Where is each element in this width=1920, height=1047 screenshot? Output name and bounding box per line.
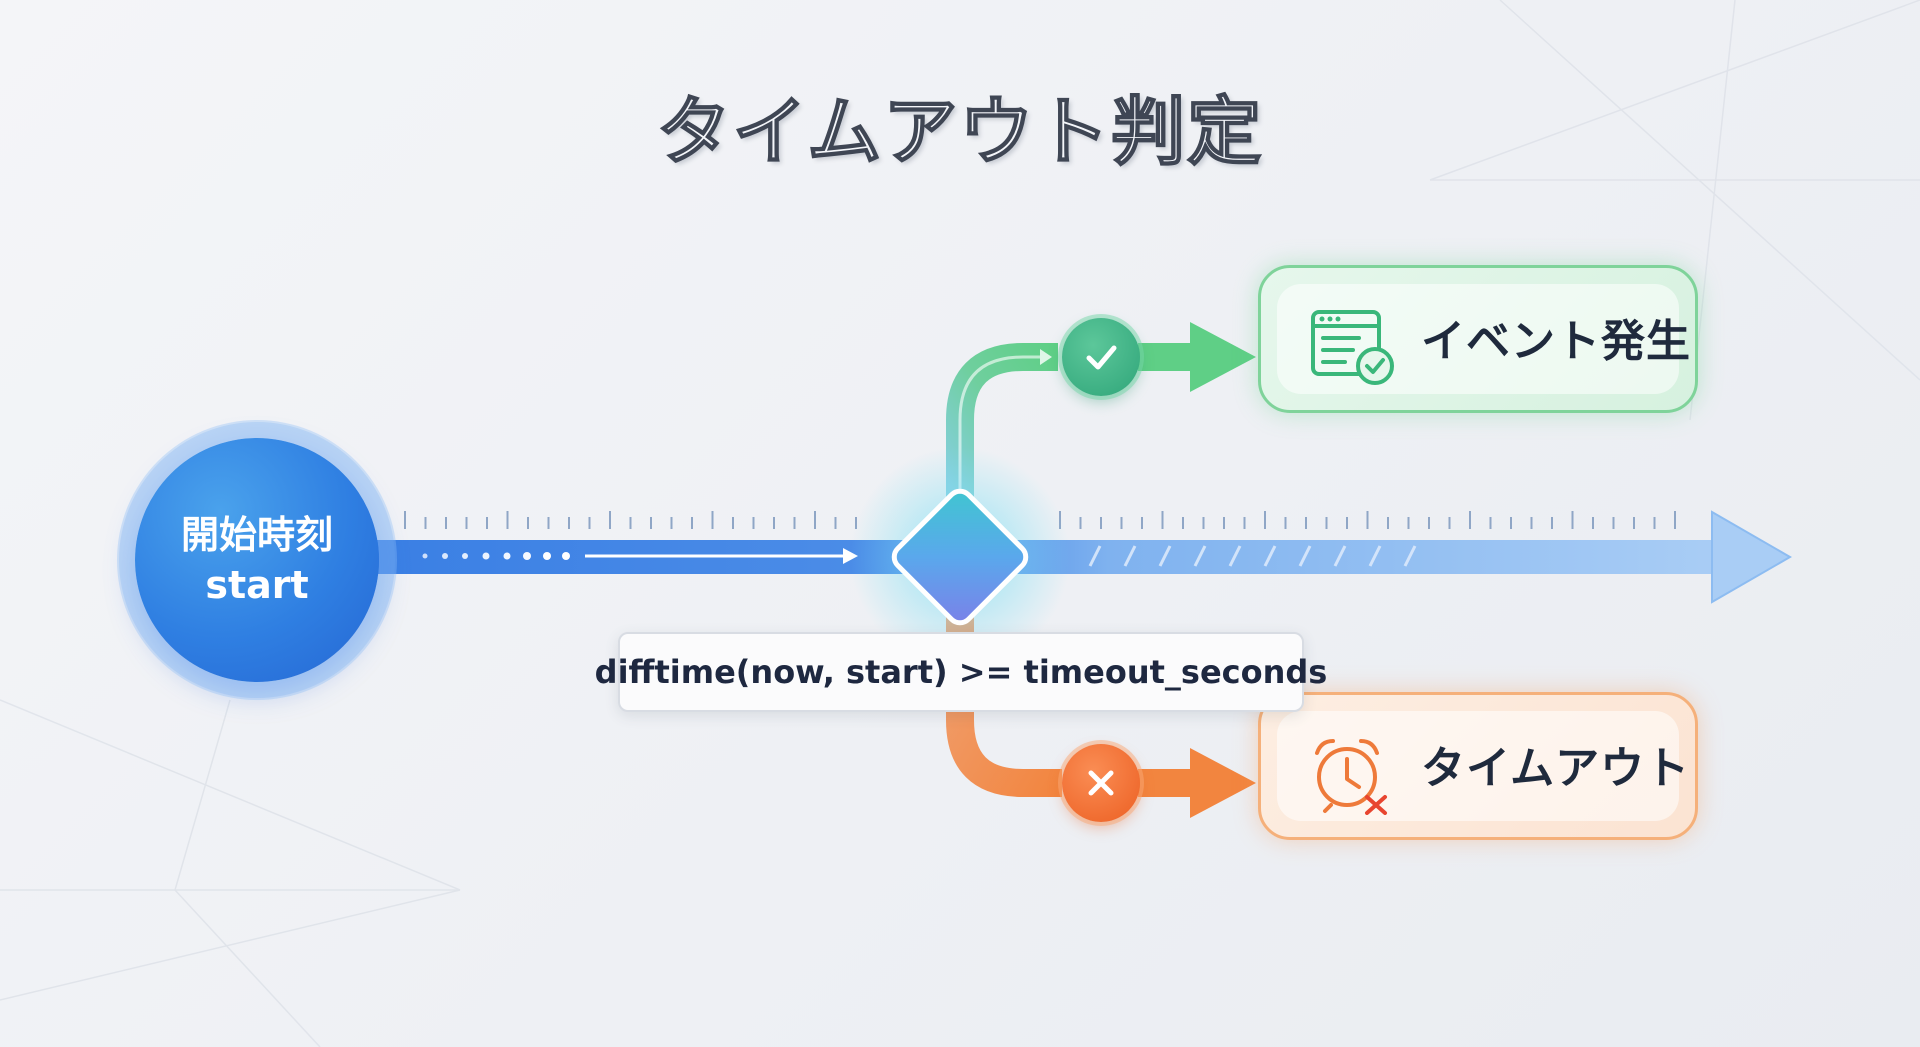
- start-node-label: 開始時刻: [180, 513, 333, 557]
- timeout-outcome-label: タイムアウト: [1421, 743, 1691, 794]
- event-outcome-label: イベント発生: [1421, 316, 1691, 367]
- close-icon: [1088, 770, 1114, 796]
- condition-label: difftime(now, start) >= timeout_seconds: [595, 632, 1327, 712]
- event-outcome-box: イベント発生: [1258, 265, 1698, 413]
- start-node: 開始時刻 start: [135, 438, 379, 682]
- timeline-ticks: [404, 511, 1676, 529]
- check-icon: [1086, 345, 1117, 370]
- start-node-sublabel: start: [205, 563, 309, 607]
- event-log-check-icon: [1311, 310, 1394, 385]
- event-branch-arrow: [946, 322, 1256, 500]
- diagram-title: タイムアウト判定: [656, 88, 1264, 176]
- decision-diamond: [850, 447, 1070, 667]
- timeout-branch-arrow: [946, 610, 1256, 818]
- timeout-outcome-inner: [1277, 711, 1679, 821]
- timeline-arrow: [360, 510, 1793, 604]
- check-badge: [1062, 318, 1140, 396]
- timeout-outcome-box: タイムアウト: [1258, 692, 1698, 840]
- timeline-hatch: [1088, 545, 1417, 567]
- x-badge: [1062, 744, 1140, 822]
- alarm-clock-x-icon: [1315, 739, 1387, 815]
